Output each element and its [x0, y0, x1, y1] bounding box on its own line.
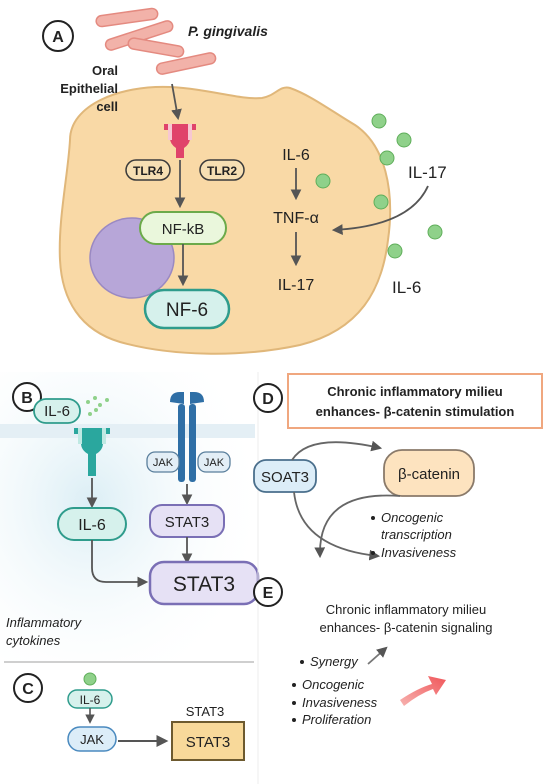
- b-stat3-upper-label: STAT3: [165, 514, 209, 531]
- cell-label-line-3: cell: [96, 99, 118, 114]
- d-beta-catenin-label: β-catenin: [398, 466, 460, 483]
- cascade-il6-label: IL-6: [282, 147, 310, 164]
- panel-b: B IL-6 JAK JAK IL-6 STAT3: [0, 372, 260, 662]
- membrane-band: [0, 424, 255, 438]
- c-stat3-label: STAT3: [186, 734, 230, 751]
- panel-d-letter-circle: [253, 383, 283, 413]
- c-jak-node: [67, 726, 117, 752]
- d-soat3-node: [253, 459, 317, 493]
- c-box-title: STAT3: [186, 704, 225, 719]
- d-title-line-1: Chronic inflammatory milieu: [327, 384, 503, 399]
- p-gingivalis-bacteria-icon: [95, 7, 217, 75]
- d-bullet-1-line-2: transcription: [381, 527, 452, 542]
- panel-c-letter: C: [22, 681, 34, 698]
- d-bullet-1-line-1: Oncogenic: [381, 510, 444, 525]
- arrow-il6-to-stat3: [91, 540, 149, 588]
- jak-receptor-icon: [170, 392, 204, 482]
- panel-a: A P. gingivalis Oral Epithelial cell TLR…: [42, 7, 447, 355]
- ligand-il6-label: IL-6: [44, 403, 70, 420]
- e-bullet-4: Proliferation: [302, 712, 371, 727]
- e-bullet-2: Oncogenic: [302, 677, 365, 692]
- cell-label-line-2: Epithelial: [60, 81, 118, 96]
- nfkb-label: NF-kB: [162, 221, 205, 238]
- ligand-dots: [86, 396, 109, 416]
- d-soat3-label: SOAT3: [261, 469, 309, 486]
- d-title-line-2: enhances- β-catenin stimulation: [316, 404, 515, 419]
- d-bullet-2-dot: [371, 551, 375, 555]
- external-il6-label: IL-6: [392, 278, 421, 297]
- cell-label-line-1: Oral: [92, 63, 118, 78]
- e-title-line-1: Chronic inflammatory milieu: [326, 602, 486, 617]
- e-bullet-3: Invasiveness: [302, 695, 378, 710]
- arrow-beta-catenin-to-outcomes: [314, 494, 401, 559]
- b-stat3-main-label: STAT3: [173, 573, 235, 596]
- cytokine-particles: [315, 113, 443, 259]
- e-bullet-3-dot: [292, 701, 296, 705]
- arrow-soat3-to-invasiveness: [293, 491, 381, 561]
- panel-a-letter-circle: [42, 20, 74, 52]
- panel-a-letter: A: [52, 29, 64, 46]
- external-il17-label: IL-17: [408, 163, 447, 182]
- tlr4-label: TLR4: [133, 164, 163, 178]
- b-il6-label: IL-6: [78, 517, 106, 534]
- e-title-line-2: enhances- β-catenin signaling: [320, 620, 493, 635]
- d-title-box: [287, 373, 543, 429]
- jak-badge-left: [146, 451, 180, 473]
- panel-e-letter-circle: [253, 577, 283, 607]
- c-jak-label: JAK: [80, 732, 104, 747]
- d-beta-catenin-node: [383, 449, 475, 497]
- b-caption-line-1: Inflammatory: [6, 615, 83, 630]
- panel-b-letter: B: [21, 390, 33, 407]
- arrow-bacteria-to-receptor: [171, 83, 182, 121]
- nf6-label: NF-6: [166, 300, 208, 321]
- e-bullet-2-dot: [292, 683, 296, 687]
- panel-c: C IL-6 JAK STAT3 STAT3: [13, 672, 245, 761]
- b-caption-line-2: cytokines: [6, 633, 61, 648]
- e-bullet-1-dot: [300, 660, 304, 664]
- c-stat3-box: [171, 721, 245, 761]
- p-gingivalis-label: P. gingivalis: [188, 23, 268, 39]
- cascade-tnfa-label: TNF-α: [273, 210, 319, 227]
- e-bullet-1: Synergy: [310, 654, 359, 669]
- nf6-node: [143, 288, 231, 330]
- jak-left-label: JAK: [153, 457, 174, 469]
- arrow-il17-to-tnfa: [331, 185, 429, 235]
- il6-receptor-icon: [74, 428, 110, 476]
- d-bullet-2: Invasiveness: [381, 545, 457, 560]
- arrow-soat3-to-beta-catenin: [291, 440, 383, 461]
- c-il6-label: IL-6: [80, 693, 101, 707]
- e-bullet-4-dot: [292, 718, 296, 722]
- tlr-receptor-icon: [164, 124, 196, 158]
- cascade-il17-label: IL-17: [278, 277, 315, 294]
- tlr2-badge: [199, 159, 245, 181]
- panel-b-letter-circle: [12, 382, 42, 412]
- c-ligand-dot: [83, 672, 97, 686]
- panel-d-letter: D: [262, 391, 274, 408]
- tlr2-label: TLR2: [207, 164, 237, 178]
- panel-e-letter: E: [263, 585, 274, 602]
- panel-d: D Chronic inflammatory milieu enhances- …: [253, 373, 543, 561]
- tlr4-badge: [125, 159, 171, 181]
- jak-right-label: JAK: [204, 457, 225, 469]
- e-upregulation-arrow-icon: [400, 676, 446, 706]
- jak-badge-right: [197, 451, 231, 473]
- panel-c-letter-circle: [13, 673, 43, 703]
- panel-e: E Chronic inflammatory milieu enhances- …: [253, 577, 493, 727]
- d-bullet-1-dot: [371, 516, 375, 520]
- ligand-il6-badge: [33, 398, 81, 424]
- e-synergy-arrow: [367, 646, 388, 665]
